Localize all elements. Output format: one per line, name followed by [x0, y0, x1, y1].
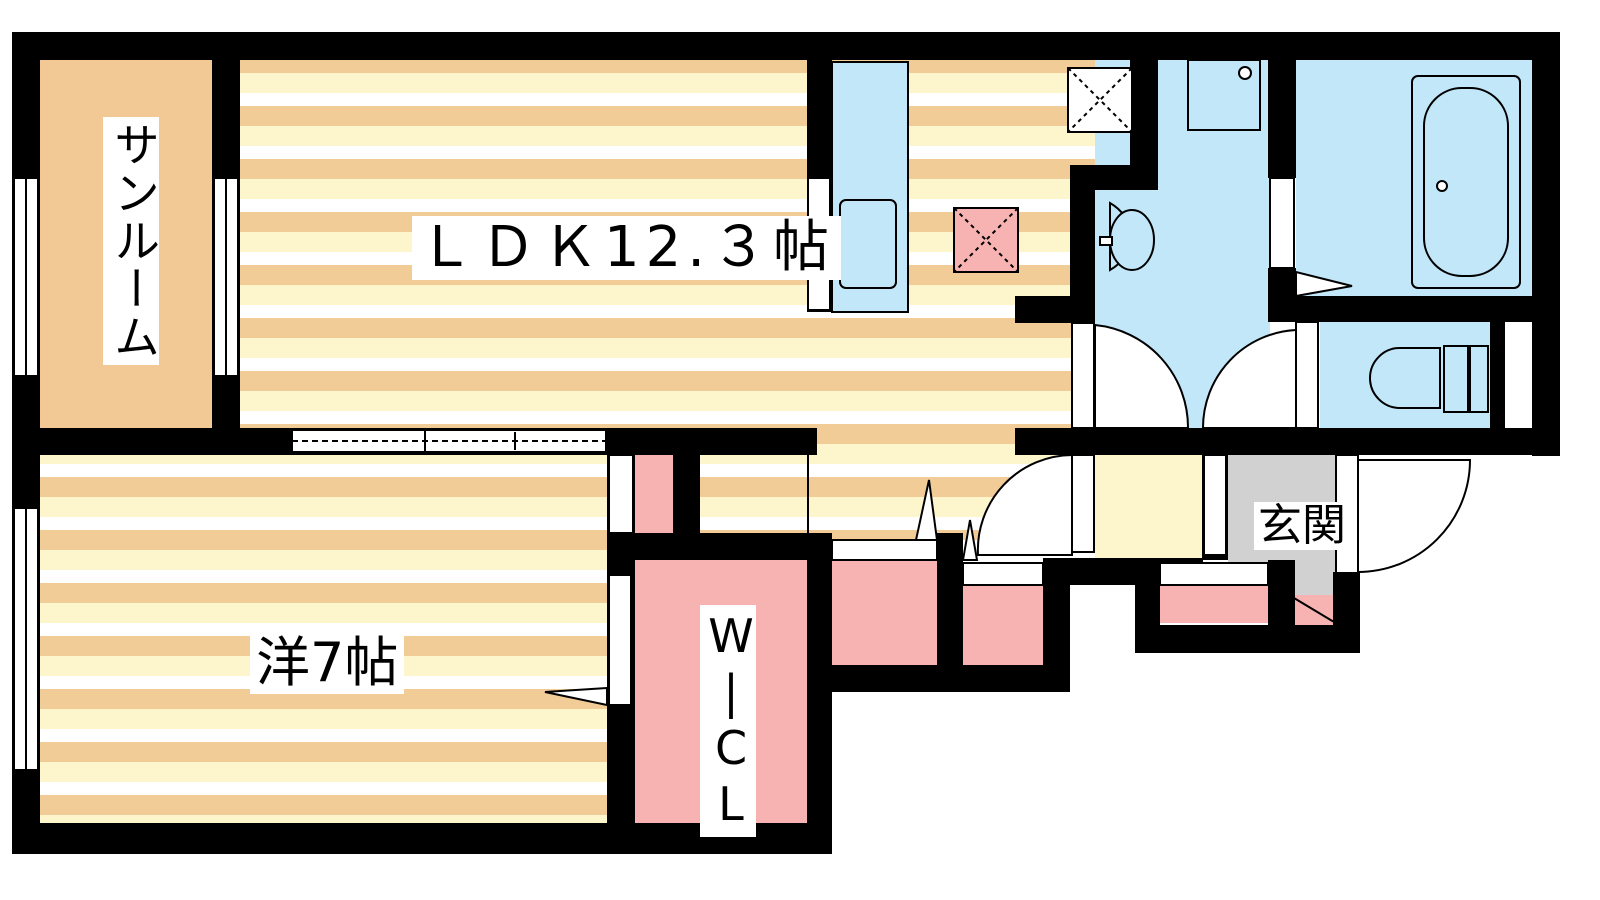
- room-label-western: 洋7帖: [250, 632, 405, 694]
- step-marker-hall-2: [961, 519, 979, 561]
- sliding-door-western: [291, 429, 607, 453]
- toilet-jamb: [1295, 321, 1319, 429]
- room-label-wcl: W|CL: [700, 605, 758, 837]
- storage-shelf-1: [831, 539, 938, 561]
- washroom-jamb: [1071, 322, 1095, 429]
- door-hall: [976, 453, 1073, 556]
- toilet-tank: [1443, 345, 1469, 413]
- room-label-ldk: ＬＤＫ12.３帖: [412, 216, 842, 280]
- storage-shelf-2: [962, 562, 1044, 586]
- wall-right: [1532, 32, 1560, 456]
- door-toilet: [1201, 328, 1297, 429]
- hallway-floor: [1095, 455, 1203, 560]
- wall-storage-mid: [937, 533, 963, 665]
- storage-opening-1: [608, 454, 634, 534]
- room-label-genkan: 玄関: [1254, 502, 1350, 550]
- step-marker-hall-1: [914, 479, 939, 541]
- step-markers: [544, 270, 1353, 707]
- wall-ldk-east: [1070, 165, 1095, 310]
- storage-1: [635, 455, 673, 533]
- wall-top: [12, 32, 1560, 60]
- vent-kitchen: [953, 207, 1019, 273]
- walls: [12, 32, 1560, 854]
- wall-wcl-top: [607, 533, 832, 560]
- wall-wet-bottom: [1015, 428, 1560, 455]
- hall-jamb: [1071, 454, 1095, 553]
- fixtures: [839, 59, 1521, 623]
- storage-shelf-3: [1159, 562, 1269, 586]
- step-marker-western: [544, 686, 608, 707]
- sink-kitchen: [839, 199, 897, 289]
- genkan-jamb: [1203, 454, 1227, 556]
- wall-storage-divider: [673, 455, 700, 540]
- door-genkan: [1357, 459, 1472, 574]
- wall-genkan-box-bottom: [1135, 625, 1360, 653]
- wall-genkan-right: [1333, 572, 1360, 653]
- wall-washroom-stub: [1015, 296, 1095, 323]
- storage-3: [963, 585, 1043, 665]
- wall-storage-band: [832, 665, 1070, 692]
- doors: [807, 323, 1472, 574]
- vent-upper: [1067, 67, 1133, 133]
- wall-bottom-left: [12, 823, 832, 854]
- windows: [13, 177, 1359, 771]
- step-marker-bath: [1295, 270, 1353, 298]
- room-label-sunroom: サンルーム: [103, 117, 161, 365]
- wall-genkan-mid: [1268, 560, 1295, 653]
- wall-toilet-right: [1490, 322, 1505, 428]
- toilet-bowl: [1369, 347, 1441, 409]
- wall-wcl-right: [807, 533, 832, 854]
- bath-window: [1269, 177, 1295, 269]
- tub-drain: [1436, 180, 1448, 192]
- wall-bath-bottom: [1268, 296, 1532, 322]
- wcl-opening: [608, 574, 632, 706]
- storage-4: [1160, 585, 1268, 623]
- drain: [1238, 66, 1252, 80]
- wall-bath-left-top: [1268, 60, 1296, 178]
- storage-2: [832, 560, 937, 665]
- door-washroom: [1094, 323, 1190, 429]
